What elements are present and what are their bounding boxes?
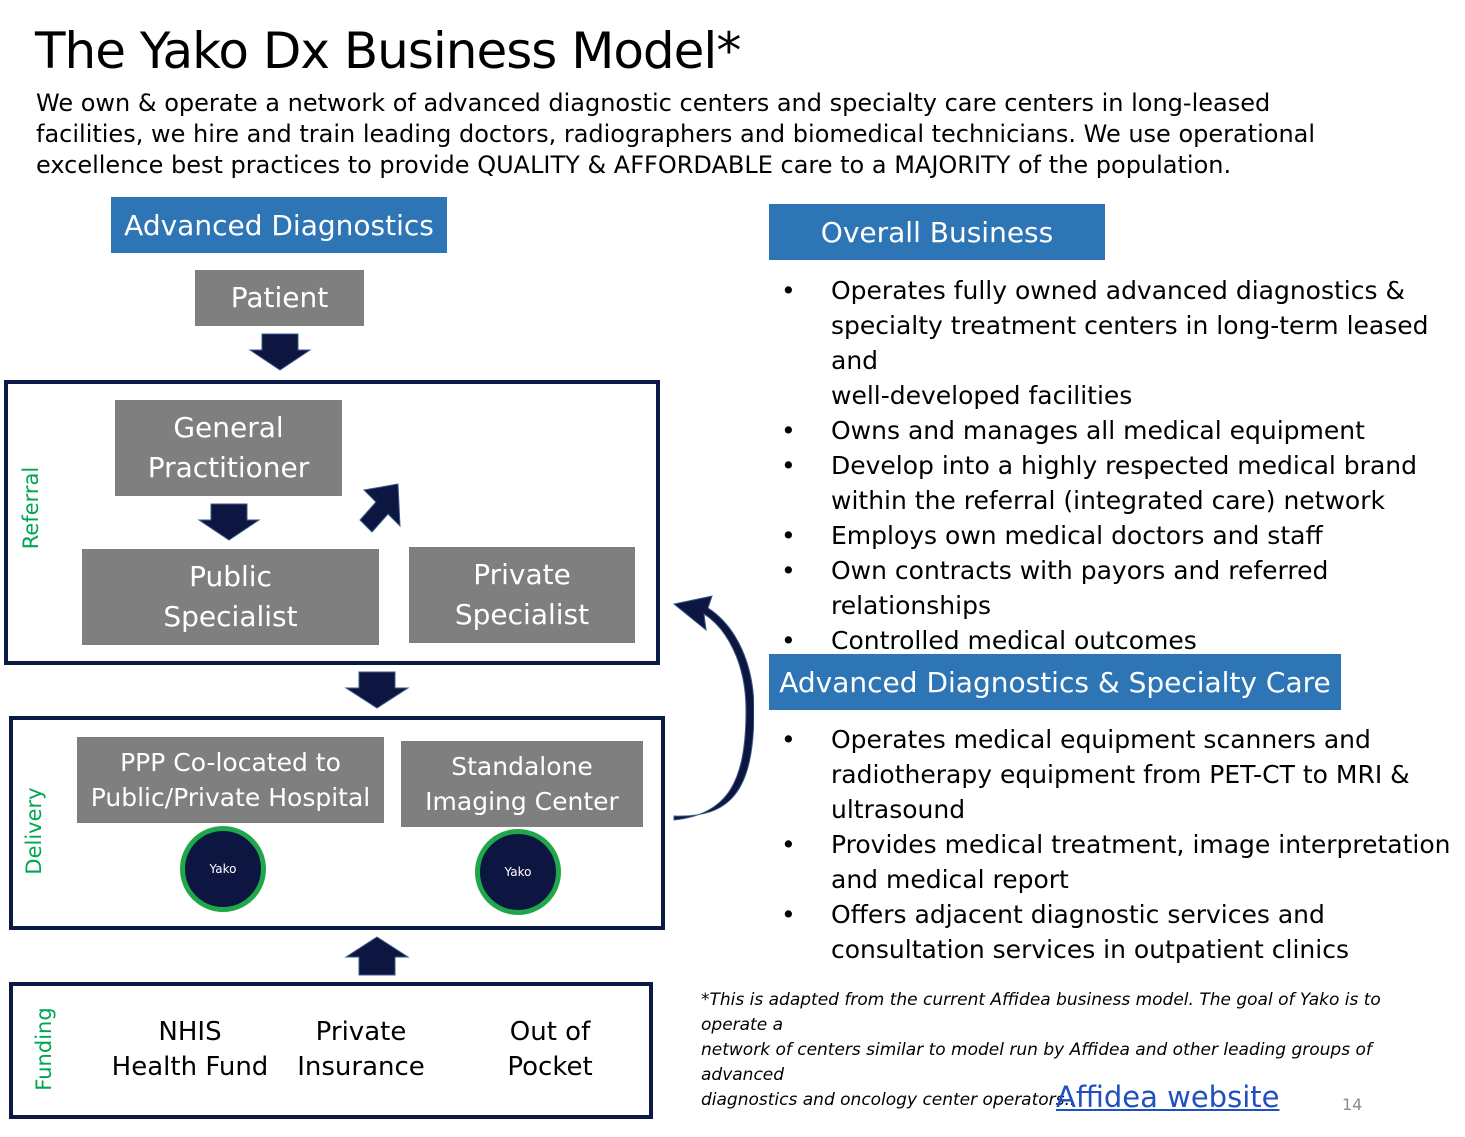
bullet-line: Controlled medical outcomes [831,626,1197,655]
pocket-line: Out of [509,1017,591,1047]
footnote: *This is adapted from the current Affide… [701,988,1441,1113]
overall-bullets: • Operates fully owned advanced diagnost… [769,273,1459,658]
bullet-dot: • [781,276,796,305]
bullet-item: • Operates fully owned advanced diagnost… [769,273,1459,413]
page-title: The Yako Dx Business Model* [35,22,741,80]
bullet-item: • Provides medical treatment, image inte… [769,827,1459,897]
bullet-item: • Controlled medical outcomes [769,623,1459,658]
private-line: Specialist [454,598,590,631]
bullet-line: well-developed facilities [831,381,1133,410]
gp-line: Practitioner [147,451,310,484]
ppp-line: PPP Co-located to [120,748,341,777]
bullet-line: radiotherapy equipment from PET-CT to MR… [831,760,1410,789]
public-line: Specialist [163,600,298,633]
advanced-diagnostics-header: Advanced Diagnostics [111,197,447,253]
bullet-item: • Owns and manages all medical equipment [769,413,1459,448]
intro-text: We own & operate a network of advanced d… [36,88,1336,181]
private-line: Private [473,558,571,591]
bullet-line: and medical report [831,865,1069,894]
bullet-dot: • [781,626,796,655]
page-number: 14 [1342,1095,1363,1114]
insurance-line: Private [315,1017,407,1047]
bullet-line: specialty treatment centers in long-term… [831,311,1429,375]
nhis-health-fund: NHIS Health Fund [100,1015,280,1085]
bullet-item: • Employs own medical doctors and staff [769,518,1459,553]
funding-label: Funding [32,1007,56,1091]
bullet-line: Offers adjacent diagnostic services and [831,900,1325,929]
delivery-frame [9,716,665,930]
intro-line: excellence best practices to provide QUA… [36,151,1232,179]
bullet-dot: • [781,830,796,859]
bullet-line: ultrasound [831,795,966,824]
funding-frame [9,982,653,1119]
referral-label: Referral [19,466,43,550]
bullet-item: • Own contracts with payors and referred… [769,553,1459,623]
bullet-line: Provides medical treatment, image interp… [831,830,1451,859]
pocket-line: Pocket [507,1052,593,1082]
bullet-dot: • [781,521,796,550]
nhis-line: NHIS [158,1017,222,1047]
nhis-line: Health Fund [111,1052,269,1082]
diagonal-arrow-icon [359,483,401,533]
standalone-line: Imaging Center [425,787,619,816]
specialty-care-header: Advanced Diagnostics & Specialty Care [769,654,1341,710]
patient-box: Patient [195,270,364,326]
bullet-item: • Operates medical equipment scanners an… [769,722,1459,827]
yako-badge: Yako [475,829,561,915]
bullet-line: Operates medical equipment scanners and [831,725,1371,754]
footnote-line: *This is adapted from the current Affide… [701,990,1381,1035]
insurance-line: Insurance [297,1052,425,1082]
overall-business-header: Overall Business [769,204,1105,260]
bullet-line: Owns and manages all medical equipment [831,416,1365,445]
bullet-dot: • [781,416,796,445]
intro-line: We own & operate a network of advanced d… [36,89,1271,117]
bullet-line: Employs own medical doctors and staff [831,521,1323,550]
bullet-dot: • [781,725,796,754]
bullet-item: • Develop into a highly respected medica… [769,448,1459,518]
specialty-bullets: • Operates medical equipment scanners an… [769,722,1459,967]
delivery-label: Delivery [22,787,46,875]
up-arrow-icon [344,936,410,976]
bullet-dot: • [781,451,796,480]
ppp-colocated-box: PPP Co-located to Public/Private Hospita… [77,737,384,823]
down-arrow-icon [197,503,261,541]
intro-line: facilities, we hire and train leading do… [36,120,1316,148]
bullet-dot: • [781,556,796,585]
bullet-item: • Offers adjacent diagnostic services an… [769,897,1459,967]
bullet-line: relationships [831,591,991,620]
down-arrow-icon [248,333,312,371]
public-line: Public [189,560,272,593]
curved-arrow-icon [672,595,754,821]
footnote-line: network of centers similar to model run … [701,1040,1372,1085]
bullet-line: Develop into a highly respected medical … [831,451,1417,480]
out-of-pocket: Out of Pocket [480,1015,620,1085]
footnote-line: diagnostics and oncology center operator… [701,1090,1076,1110]
bullet-line: Operates fully owned advanced diagnostic… [831,276,1405,305]
affidea-website-link[interactable]: Affidea website [1056,1080,1280,1114]
general-practitioner-box: General Practitioner [115,400,342,496]
bullet-dot: • [781,900,796,929]
bullet-line: Own contracts with payors and referred [831,556,1329,585]
standalone-line: Standalone [451,752,593,781]
referral-frame [4,380,660,665]
private-insurance: Private Insurance [285,1015,437,1085]
bullet-line: within the referral (integrated care) ne… [831,486,1385,515]
public-specialist-box: Public Specialist [82,549,379,645]
yako-badge: Yako [180,826,266,912]
standalone-imaging-box: Standalone Imaging Center [401,741,643,827]
private-specialist-box: Private Specialist [409,547,635,643]
gp-line: General [173,411,284,444]
down-arrow-icon [344,671,410,709]
ppp-line: Public/Private Hospital [90,783,371,812]
bullet-line: consultation services in outpatient clin… [831,935,1349,964]
